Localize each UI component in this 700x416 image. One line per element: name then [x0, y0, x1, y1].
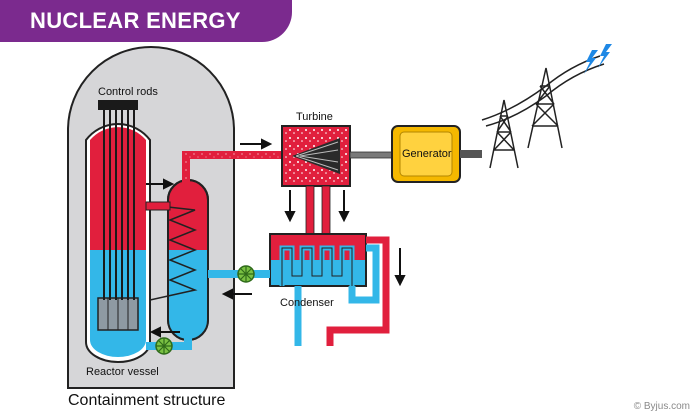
lightning-icon — [584, 44, 612, 74]
title-banner: NUCLEAR ENERGY — [0, 0, 292, 42]
pump-icon — [155, 337, 173, 355]
label-control-rods: Control rods — [98, 86, 158, 98]
label-condenser: Condenser — [280, 297, 334, 309]
steam-generator — [149, 179, 209, 341]
label-generator: Generator — [402, 148, 452, 160]
transmission-tower-icon — [481, 55, 605, 169]
arrow-icon — [146, 138, 406, 338]
label-containment-structure: Containment structure — [68, 392, 226, 409]
reactor-vessel — [85, 100, 151, 363]
hot-leg-pipe — [145, 201, 171, 211]
label-turbine: Turbine — [296, 111, 333, 123]
page-title: NUCLEAR ENERGY — [30, 8, 241, 33]
cooling-water-outlet — [326, 236, 390, 346]
exhaust-pipe-left — [305, 185, 315, 237]
cooling-water-inlet — [348, 244, 380, 304]
condenser — [269, 233, 367, 287]
label-reactor-vessel: Reactor vessel — [86, 366, 159, 378]
control-rods — [103, 110, 135, 300]
credit-text: © Byjus.com — [633, 401, 690, 412]
control-rod-drive — [98, 100, 138, 110]
turbine — [281, 125, 351, 187]
exhaust-pipe-right — [321, 185, 331, 237]
turbine-shaft — [349, 151, 393, 159]
pump-icon — [237, 265, 255, 283]
generator-output-shaft — [460, 150, 482, 158]
heat-exchanger-coil — [149, 204, 198, 301]
